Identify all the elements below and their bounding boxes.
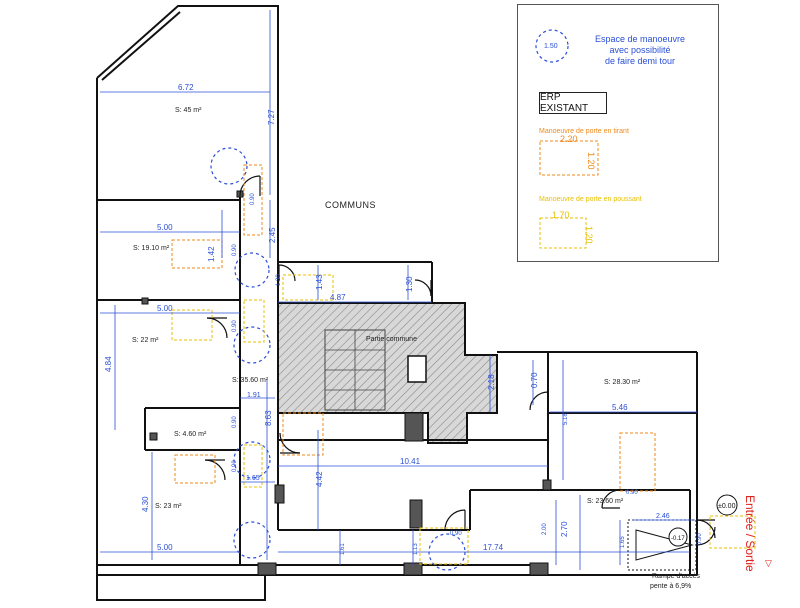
dimension-label: 6.72 bbox=[178, 83, 194, 92]
erp-existant-box: ERP EXISTANT bbox=[539, 92, 607, 114]
area-labels: COMMUNS Partie commune Rampe d'accès pen… bbox=[325, 200, 701, 590]
legend-circle-label: 1.50 bbox=[544, 43, 558, 50]
dimension-label: 5.00 bbox=[157, 223, 173, 232]
dimension-label: 4.84 bbox=[104, 356, 113, 372]
door-width-label: 0.90 bbox=[697, 533, 703, 545]
room-label: S: 22 m² bbox=[132, 337, 159, 344]
legend-tirant-label: Manoeuvre de porte en tirant bbox=[539, 128, 629, 135]
rampe-label-1: Rampe d'accès bbox=[652, 573, 701, 580]
dimension-lines bbox=[100, 10, 697, 570]
room-label: S: 45 m² bbox=[175, 107, 202, 114]
dimension-label: 1.65 bbox=[620, 536, 626, 548]
door-width-label: 0.90 bbox=[626, 490, 638, 496]
door-width-label: 0.90 bbox=[232, 460, 238, 472]
dimension-label: 5.46 bbox=[612, 403, 628, 412]
dimension-label: 1.91 bbox=[247, 392, 261, 399]
dimension-label: 1.30 bbox=[276, 274, 282, 286]
legend-poussant-height: 1.20 bbox=[584, 226, 594, 244]
dimension-label: 17.74 bbox=[483, 543, 504, 552]
legend-poussant-width: 1.70 bbox=[552, 210, 570, 220]
common-area-hatch bbox=[277, 302, 498, 444]
partie-commune-label: Partie commune bbox=[366, 336, 417, 343]
dimension-label: 5.18 bbox=[563, 413, 569, 425]
legend-manoeuvre-line: de faire demi tour bbox=[604, 56, 676, 66]
legend-poussant-label: Manoeuvre de porte en poussant bbox=[539, 196, 642, 203]
level-marker-zero: ±0.00 bbox=[718, 503, 736, 510]
door-width-label: 0.90 bbox=[232, 416, 238, 428]
dimension-label: 0.70 bbox=[530, 372, 539, 388]
door-width-label: 0.90 bbox=[450, 531, 462, 537]
room-label: S: 19.10 m² bbox=[133, 245, 170, 252]
dimension-label: 8.63 bbox=[264, 410, 273, 426]
room-label: S: 4.60 m² bbox=[174, 431, 207, 438]
legend-manoeuvre-line: avec possibilité bbox=[609, 45, 671, 55]
dimension-label: 2.45 bbox=[268, 227, 277, 243]
room-label: S: 23.60 m² bbox=[587, 498, 624, 505]
dimension-label: 1.61 bbox=[340, 543, 346, 555]
dimension-labels: 6.72 5.00 4.87 5.00 1.91 10.41 1.65 5.00… bbox=[157, 83, 670, 552]
level-markers: ±0.00 -0.17 bbox=[668, 494, 738, 547]
dimension-label: 5.00 bbox=[157, 304, 173, 313]
dimension-label: 2.00 bbox=[542, 523, 548, 535]
door-swings bbox=[204, 175, 716, 546]
room-label: S: 23 m² bbox=[155, 503, 182, 510]
dimension-label: 1.43 bbox=[315, 274, 324, 290]
communs-label: COMMUNS bbox=[325, 200, 376, 210]
dimension-label: 5.00 bbox=[157, 543, 173, 552]
rampe-label-2: pente à 6,9% bbox=[650, 583, 691, 590]
door-width-label: 0.90 bbox=[250, 193, 256, 205]
access-ramp bbox=[627, 519, 697, 571]
erp-existant-label: ERP EXISTANT bbox=[540, 92, 589, 114]
dimension-label: 1.65 bbox=[246, 475, 260, 482]
door-width-label: 0.90 bbox=[232, 244, 238, 256]
pillars bbox=[141, 190, 552, 576]
door-width-label: 0.90 bbox=[232, 320, 238, 332]
dimension-label: 2.46 bbox=[656, 513, 670, 520]
door-width-labels: 0.90 0.90 0.90 0.90 0.90 0.90 0.90 0.90 bbox=[232, 193, 703, 545]
dimension-label: 4.87 bbox=[330, 293, 346, 302]
room-labels: S: 45 m² S: 19.10 m² S: 22 m² S: 35.60 m… bbox=[132, 107, 641, 510]
legend-manoeuvre-line: Espace de manoeuvre bbox=[594, 34, 686, 44]
entree-arrow-icon: ▽ bbox=[765, 558, 772, 568]
dimension-label: 10.41 bbox=[400, 457, 421, 466]
dimension-label: 1.42 bbox=[207, 246, 216, 262]
room-label: S: 35.60 m² bbox=[232, 377, 269, 384]
dimension-label: 4.42 bbox=[315, 471, 324, 487]
legend: 1.50 Espace de manoeuvre avec possibilit… bbox=[517, 4, 719, 262]
dimension-labels-vertical: 7.27 1.42 2.45 1.43 1.30 1.30 4.84 8.63 … bbox=[104, 109, 626, 555]
dimension-label: 4.30 bbox=[141, 496, 150, 512]
legend-tirant-width: 2.20 bbox=[560, 134, 578, 144]
entree-sortie-label: Entrée / Sortie bbox=[743, 495, 757, 572]
level-marker-slope: -0.17 bbox=[671, 536, 685, 542]
legend-graphics bbox=[535, 29, 599, 249]
dimension-label: 7.27 bbox=[267, 109, 276, 125]
legend-manoeuvre-text: Espace de manoeuvre avec possibilité de … bbox=[590, 34, 690, 67]
dimension-label: 2.18 bbox=[487, 374, 496, 390]
room-label: S: 28.30 m² bbox=[604, 379, 641, 386]
walls bbox=[96, 5, 698, 601]
dimension-label: 1.13 bbox=[413, 543, 419, 555]
dimension-label: 1.30 bbox=[405, 276, 414, 292]
legend-tirant-height: 1.20 bbox=[586, 152, 596, 170]
dimension-label: 2.70 bbox=[560, 521, 569, 537]
manoeuvre-circles bbox=[210, 29, 568, 571]
